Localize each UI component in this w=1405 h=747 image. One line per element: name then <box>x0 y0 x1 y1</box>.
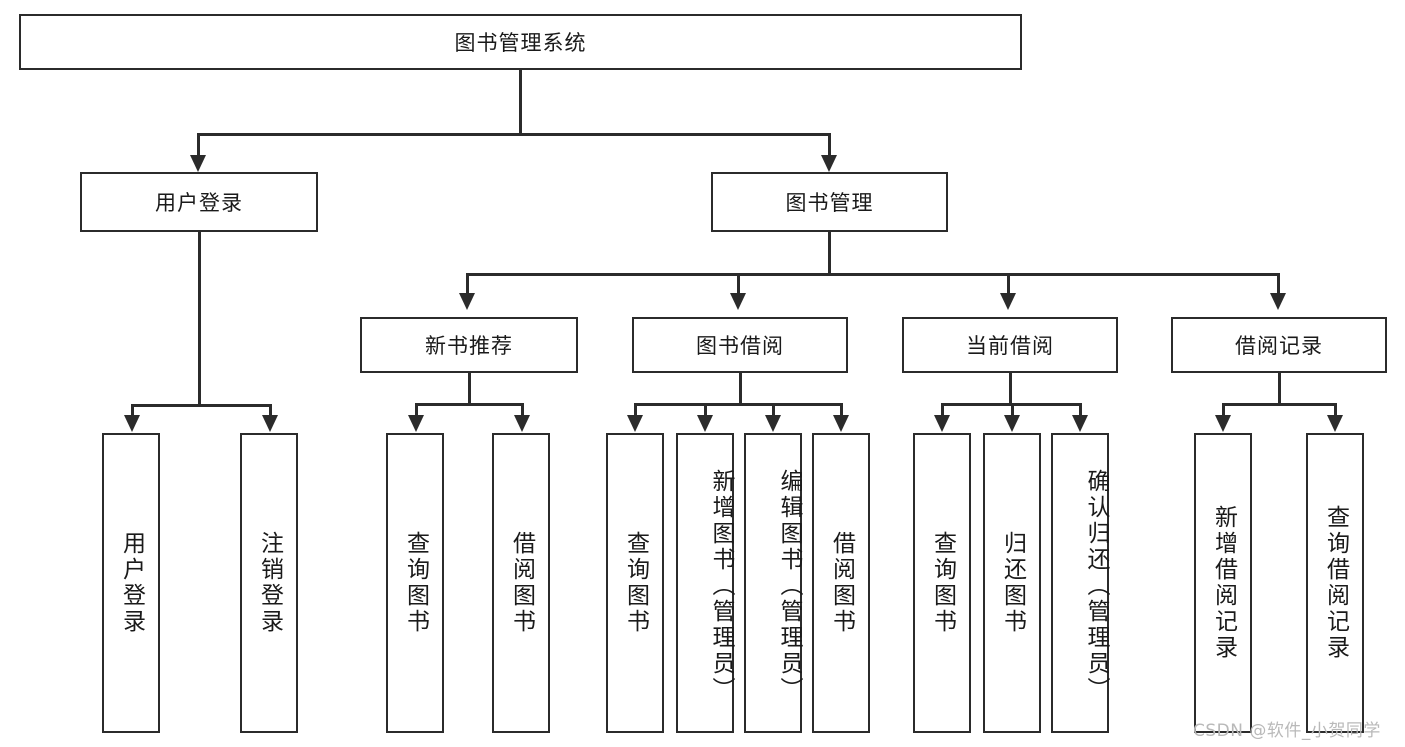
edge-book-borrow-c2 <box>704 403 707 417</box>
arrow-user-login-right <box>262 415 278 432</box>
node-book-management[interactable]: 图书管理 <box>711 172 948 232</box>
node-root-library-system[interactable]: 图书管理系统 <box>19 14 1022 70</box>
edge-borrow-record-left <box>1222 403 1225 417</box>
node-label: 图书管理系统 <box>454 31 587 55</box>
arrow-new-book-right <box>514 415 530 432</box>
edge-current-borrow-c1 <box>941 403 944 417</box>
arrow-to-book-mgmt <box>821 155 837 172</box>
edge-current-borrow-c3 <box>1079 403 1082 417</box>
node-label: 编辑图书（管理员） <box>776 469 802 703</box>
node-label: 新书推荐 <box>425 334 513 358</box>
edge-to-user-login <box>197 133 200 157</box>
leaf-borrowrecord-query-record[interactable]: 查询借阅记录 <box>1306 433 1364 733</box>
leaf-bookborrow-query-books[interactable]: 查询图书 <box>606 433 664 733</box>
leaf-currentborrow-query-books[interactable]: 查询图书 <box>913 433 971 733</box>
edge-user-login-left <box>131 404 134 418</box>
arrow-to-current-borrow <box>1000 293 1016 310</box>
arrow-current-borrow-c1 <box>934 415 950 432</box>
edge-new-book-bus <box>415 403 523 406</box>
leaf-bookborrow-add-book-admin[interactable]: 新增图书（管理员） <box>676 433 734 733</box>
edge-borrow-record-right <box>1334 403 1337 417</box>
arrow-book-borrow-c1 <box>627 415 643 432</box>
edge-to-new-book <box>466 273 469 295</box>
edge-to-current-borrow <box>1007 273 1010 295</box>
arrow-book-borrow-c2 <box>697 415 713 432</box>
edge-root-bus <box>197 133 830 136</box>
arrow-to-borrow-record <box>1270 293 1286 310</box>
node-label: 查询图书 <box>929 531 956 635</box>
edge-to-book-mgmt <box>828 133 831 157</box>
node-label: 注销登录 <box>256 531 283 635</box>
edge-borrow-record-bus <box>1222 403 1336 406</box>
leaf-currentborrow-return-books[interactable]: 归还图书 <box>983 433 1041 733</box>
arrow-book-borrow-c4 <box>833 415 849 432</box>
leaf-user-login[interactable]: 用户登录 <box>102 433 160 733</box>
edge-book-borrow-c3 <box>772 403 775 417</box>
leaf-newbook-query-books[interactable]: 查询图书 <box>386 433 444 733</box>
edge-user-login-right <box>269 404 272 418</box>
arrow-current-borrow-c2 <box>1004 415 1020 432</box>
node-label: 归还图书 <box>999 531 1026 635</box>
node-label: 图书借阅 <box>696 334 784 358</box>
leaf-logout[interactable]: 注销登录 <box>240 433 298 733</box>
leaf-newbook-borrow-books[interactable]: 借阅图书 <box>492 433 550 733</box>
arrow-current-borrow-c3 <box>1072 415 1088 432</box>
edge-to-borrow-record <box>1277 273 1280 295</box>
edge-user-login-stem <box>198 232 201 406</box>
node-label: 查询图书 <box>622 531 649 635</box>
edge-new-book-stem <box>468 373 471 405</box>
node-label: 确认归还（管理员） <box>1083 469 1109 703</box>
leaf-bookborrow-edit-book-admin[interactable]: 编辑图书（管理员） <box>744 433 802 733</box>
arrow-to-book-borrow <box>730 293 746 310</box>
leaf-borrowrecord-add-record[interactable]: 新增借阅记录 <box>1194 433 1252 733</box>
node-book-borrowing[interactable]: 图书借阅 <box>632 317 848 373</box>
arrow-book-borrow-c3 <box>765 415 781 432</box>
arrow-new-book-left <box>408 415 424 432</box>
edge-book-borrow-stem <box>739 373 742 405</box>
node-label: 查询图书 <box>402 531 429 635</box>
node-label: 借阅记录 <box>1235 334 1323 358</box>
watermark-text: CSDN @软件_小贺同学 <box>1193 721 1381 741</box>
node-label: 用户登录 <box>155 191 243 215</box>
node-label: 新增图书（管理员） <box>708 469 734 703</box>
edge-to-book-borrow <box>737 273 740 295</box>
node-user-login[interactable]: 用户登录 <box>80 172 318 232</box>
node-label: 查询借阅记录 <box>1322 505 1349 661</box>
edge-book-borrow-bus <box>634 403 842 406</box>
edge-new-book-left <box>415 403 418 417</box>
arrow-borrow-record-right <box>1327 415 1343 432</box>
node-borrowing-record[interactable]: 借阅记录 <box>1171 317 1387 373</box>
edge-borrow-record-stem <box>1278 373 1281 405</box>
leaf-bookborrow-borrow-books[interactable]: 借阅图书 <box>812 433 870 733</box>
node-label: 用户登录 <box>118 531 145 635</box>
arrow-to-new-book <box>459 293 475 310</box>
edge-current-borrow-c2 <box>1011 403 1014 417</box>
edge-book-borrow-c4 <box>840 403 843 417</box>
edge-book-mgmt-stem <box>828 232 831 275</box>
arrow-borrow-record-left <box>1215 415 1231 432</box>
node-label: 借阅图书 <box>508 531 535 635</box>
arrow-user-login-left <box>124 415 140 432</box>
edge-new-book-right <box>521 403 524 417</box>
node-label: 借阅图书 <box>828 531 855 635</box>
node-label: 图书管理 <box>785 191 874 215</box>
edge-book-mgmt-bus <box>466 273 1279 276</box>
node-current-borrowing[interactable]: 当前借阅 <box>902 317 1118 373</box>
node-label: 新增借阅记录 <box>1210 505 1237 661</box>
edge-current-borrow-stem <box>1009 373 1012 405</box>
leaf-currentborrow-confirm-return-admin[interactable]: 确认归还（管理员） <box>1051 433 1109 733</box>
edge-book-borrow-c1 <box>634 403 637 417</box>
edge-user-login-bus <box>131 404 271 407</box>
edge-root-stem <box>519 70 522 135</box>
arrow-to-user-login <box>190 155 206 172</box>
node-new-book-recommend[interactable]: 新书推荐 <box>360 317 578 373</box>
node-label: 当前借阅 <box>966 334 1054 358</box>
